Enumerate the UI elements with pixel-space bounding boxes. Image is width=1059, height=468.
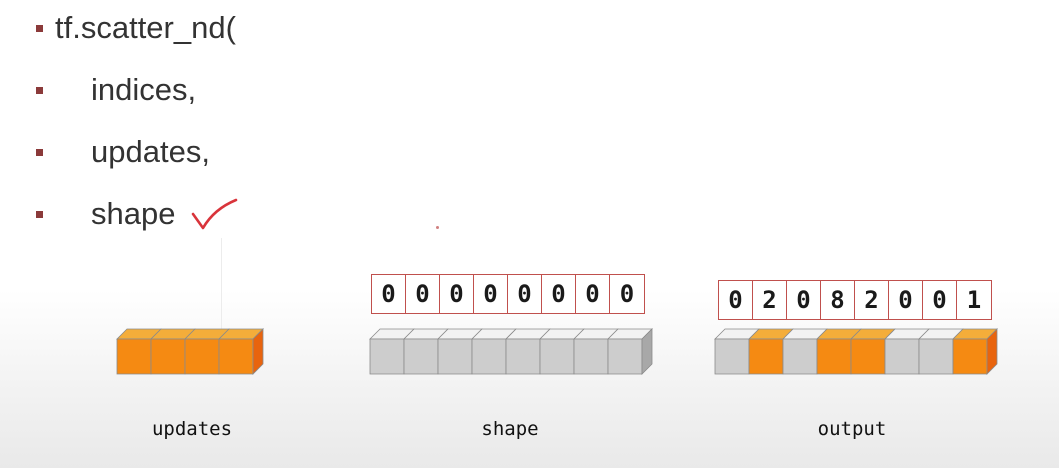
- bullet-marker: [36, 25, 43, 32]
- block-front: [437, 338, 473, 375]
- value-cell: 0: [619, 280, 635, 308]
- output-caption: output: [817, 418, 887, 440]
- value-cell: 0: [474, 275, 508, 313]
- block-side: [252, 328, 264, 375]
- block-front: [539, 338, 575, 375]
- bullet-marker: [36, 149, 43, 156]
- value-cell: 0: [889, 281, 923, 319]
- value-cell: 0: [923, 281, 957, 319]
- shape-blocks: [369, 328, 653, 375]
- block-side: [986, 328, 998, 375]
- value-cell: 0: [406, 275, 440, 313]
- block-front: [403, 338, 439, 375]
- updates-caption: updates: [151, 418, 233, 440]
- block-front: [952, 338, 988, 375]
- updates-blocks: [116, 328, 264, 375]
- block-front: [884, 338, 920, 375]
- bullet-marker: [36, 87, 43, 94]
- block-front: [150, 338, 186, 375]
- value-cell: 8: [821, 281, 855, 319]
- value-cell: 2: [753, 281, 787, 319]
- block-front: [184, 338, 220, 375]
- block-front: [816, 338, 852, 375]
- block-front: [850, 338, 886, 375]
- block-front: [573, 338, 609, 375]
- bullet-text: indices,: [91, 72, 197, 107]
- shape-caption: shape: [481, 418, 539, 440]
- block-front: [748, 338, 784, 375]
- value-cell: 0: [372, 275, 406, 313]
- block-front: [607, 338, 643, 375]
- block-front: [471, 338, 507, 375]
- value-cell: 2: [855, 281, 889, 319]
- block-side: [641, 328, 653, 375]
- block-front: [369, 338, 405, 375]
- guide-line: [221, 238, 222, 330]
- bullet-text: updates,: [91, 134, 210, 169]
- bullet-text: shape: [91, 196, 176, 231]
- block-front: [505, 338, 541, 375]
- block-front: [218, 338, 254, 375]
- block-front: [714, 338, 750, 375]
- block-front: [782, 338, 818, 375]
- value-cell: 1: [966, 286, 982, 314]
- value-cell: 0: [542, 275, 576, 313]
- bullet-text: tf.scatter_nd(: [55, 10, 236, 45]
- block-front: [116, 338, 152, 375]
- value-cell: 0: [787, 281, 821, 319]
- pen-dot: [436, 226, 439, 229]
- block-front: [918, 338, 954, 375]
- value-cell: 0: [508, 275, 542, 313]
- value-cell: 0: [576, 275, 610, 313]
- bullet-marker: [36, 211, 43, 218]
- checkmark-icon: [191, 198, 238, 230]
- value-cell: 0: [440, 275, 474, 313]
- output-blocks: [714, 328, 998, 375]
- value-cell: 0: [719, 281, 753, 319]
